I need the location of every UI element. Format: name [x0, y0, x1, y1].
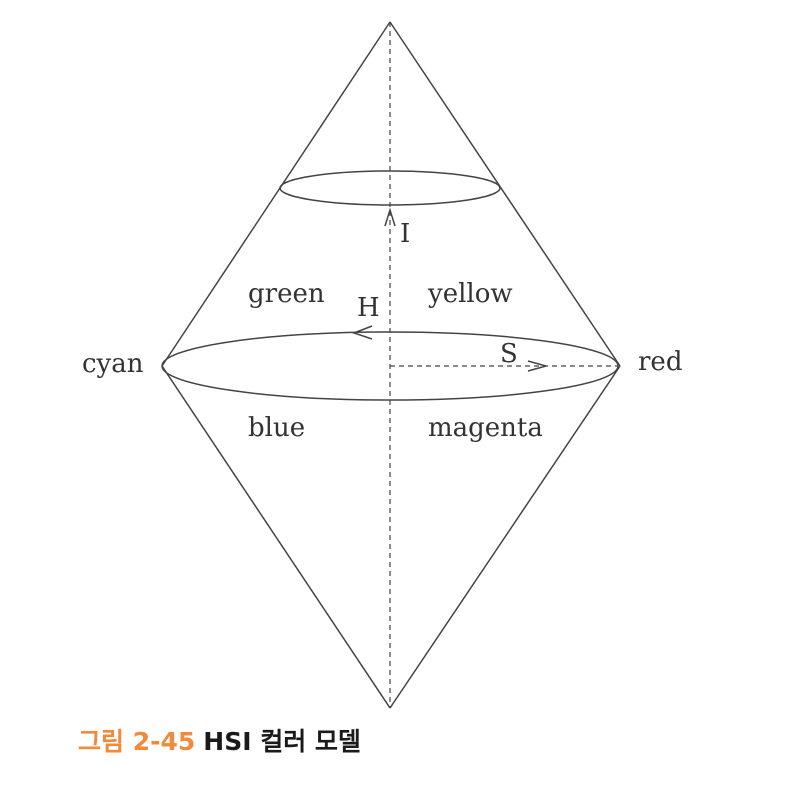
vertex-label-cyan: cyan — [82, 349, 144, 379]
cone-edge-top-left — [161, 21, 391, 367]
saturation-arrowhead — [527, 360, 549, 372]
region-label-blue: blue — [248, 413, 305, 443]
hsi-double-cone-diagram: I H S green yellow blue magenta cyan red — [82, 21, 682, 709]
figure-number: 그림 2-45 — [78, 727, 196, 756]
intensity-arrowhead — [384, 207, 396, 227]
axis-label-saturation: S — [500, 339, 518, 369]
cone-edge-bottom-left — [161, 365, 391, 709]
cone-edge-top-right — [389, 21, 621, 367]
axis-label-hue: H — [357, 293, 380, 323]
figure-title: HSI 컬러 모델 — [203, 727, 361, 756]
upper-cross-section-ellipse — [279, 170, 501, 206]
cone-edge-bottom-right — [389, 365, 621, 709]
axis-label-intensity: I — [400, 219, 410, 249]
region-label-green: green — [248, 279, 325, 309]
vertex-label-red: red — [638, 347, 682, 377]
hue-arrowhead — [351, 325, 373, 340]
region-label-yellow: yellow — [427, 279, 513, 309]
region-label-magenta: magenta — [428, 413, 543, 443]
